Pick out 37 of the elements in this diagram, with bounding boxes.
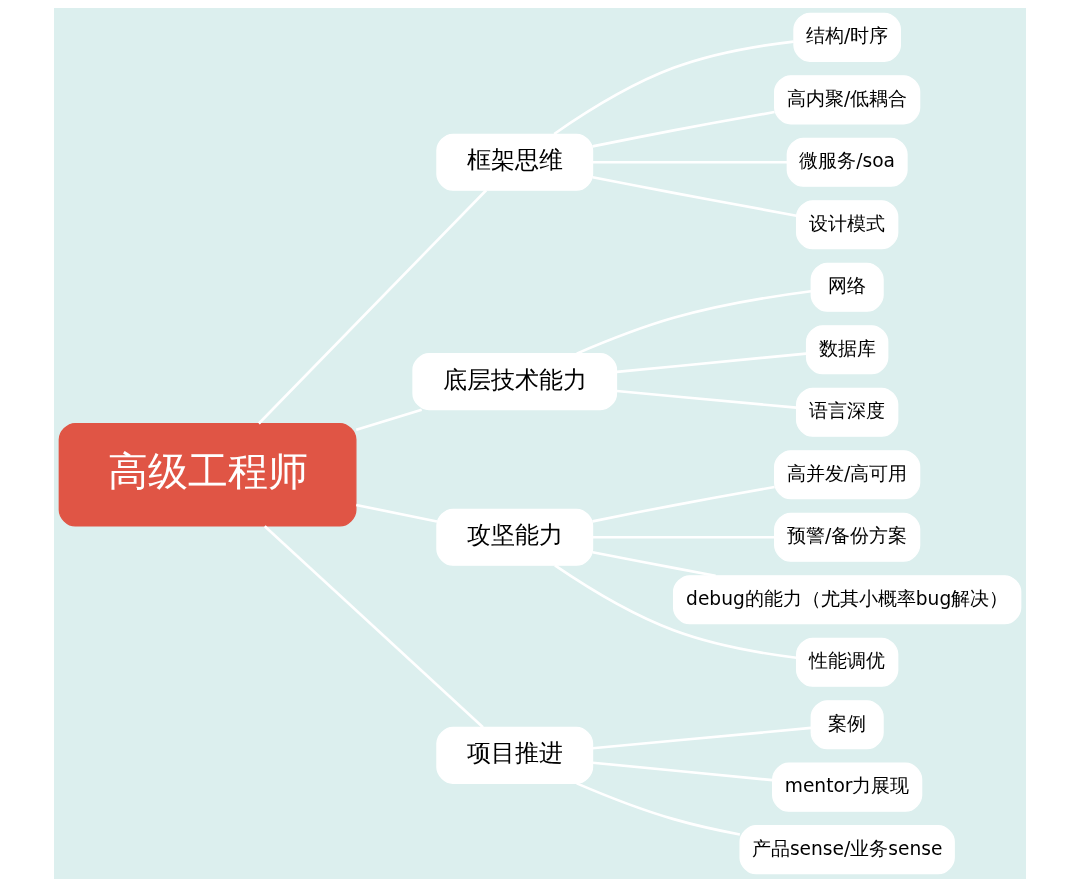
connector	[616, 389, 797, 409]
node-box: 语言深度	[795, 387, 899, 437]
connector	[592, 550, 716, 578]
connector	[355, 408, 423, 431]
node-box: 产品sense/业务sense	[739, 825, 955, 875]
node-box: 框架思维	[436, 133, 594, 191]
connector	[592, 160, 788, 164]
node-box: 高级工程师	[58, 422, 357, 527]
node-box: debug的能力（尤其小概率bug解决）	[672, 575, 1022, 625]
node-box: 案例	[810, 700, 884, 750]
connector	[592, 535, 775, 539]
connector	[592, 726, 812, 750]
node-box: 高并发/高可用	[774, 450, 921, 500]
connector	[576, 289, 812, 355]
node-box: 攻坚能力	[436, 508, 594, 566]
connector	[576, 782, 741, 836]
node-box: 项目推进	[436, 726, 594, 784]
node-box: mentor力展现	[772, 762, 923, 812]
node-box: 底层技术能力	[412, 353, 618, 411]
connector	[592, 485, 775, 523]
node-box: 数据库	[805, 325, 889, 375]
node-box: 性能调优	[795, 637, 899, 687]
node-box: 结构/时序	[793, 12, 901, 62]
node-box: 网络	[810, 262, 884, 312]
connector	[592, 110, 775, 148]
connector	[355, 503, 438, 523]
connector	[553, 40, 794, 136]
node-box: 微服务/soa	[786, 137, 908, 187]
connector	[616, 352, 807, 374]
connector	[592, 175, 797, 218]
node-box: 预警/备份方案	[774, 512, 921, 562]
connector	[592, 761, 773, 782]
connector	[257, 189, 488, 425]
node-box: 设计模式	[795, 200, 899, 250]
connector	[554, 564, 797, 660]
connector	[263, 525, 484, 729]
node-box: 高内聚/低耦合	[774, 75, 921, 125]
